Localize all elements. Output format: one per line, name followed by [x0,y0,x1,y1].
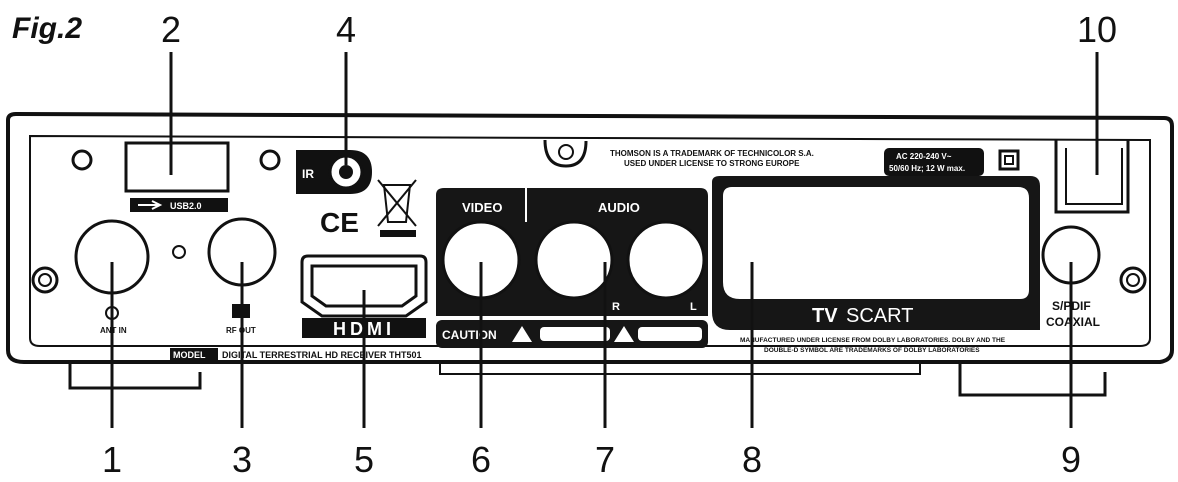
model-strip: MODEL DIGITAL TERRESTRIAL HD RECEIVER TH… [170,348,422,361]
spdif-label-2: COAXIAL [1046,315,1100,329]
scart-label-bold: TV [812,305,838,327]
trademark-line-1: THOMSON IS A TRADEMARK OF TECHNICOLOR S.… [610,149,814,158]
scart-label: SCART [846,305,913,327]
callout-8: 8 [742,439,762,480]
model-tag: MODEL [173,350,206,360]
audio-r-rca-jack [534,220,614,300]
trademark-line-2: USED UNDER LICENSE TO STRONG EUROPE [624,159,800,168]
class-ii-icon [998,149,1020,171]
dolby-line-2: DOUBLE-D SYMBOL ARE TRADEMARKS OF DOLBY … [764,347,980,354]
power-rating: AC 220-240 V~ 50/60 Hz; 12 W max. [884,148,1020,176]
callout-7: 7 [595,439,615,480]
callout-numbers: 1 2 3 4 5 6 7 8 9 10 [102,9,1117,480]
caution-label: CAUTION [442,328,497,342]
callout-4: 4 [336,9,356,50]
ir-label: IR [302,167,314,181]
usb-icon [138,200,163,210]
callout-3: 3 [232,439,252,480]
hdmi-label: HDMI [333,319,395,339]
weee-bin-icon [377,179,417,237]
usb-label: USB2.0 [170,201,202,211]
model-text: DIGITAL TERRESTRIAL HD RECEIVER THT501 [222,350,422,360]
warning-triangle-icon-2 [614,326,634,342]
audio-l-rca-jack [626,220,706,300]
power-line-1: AC 220-240 V~ [896,152,952,161]
power-inlet [1054,140,1130,214]
usb-port: USB2.0 [124,141,230,212]
callout-1: 1 [102,439,122,480]
device-body [6,111,1174,397]
warning-triangle-icon [512,326,532,342]
audio-label: AUDIO [598,200,640,215]
tv-scart-connector: TV SCART [712,176,1040,330]
dolby-line-1: MANUFACTURED UNDER LICENSE FROM DOLBY LA… [740,337,1006,344]
callout-2: 2 [161,9,181,50]
audio-l-label: L [690,301,697,313]
ce-mark: CE [320,207,359,238]
figure-label: Fig.2 [12,12,82,45]
ir-sensor-jack: IR [296,150,372,194]
callout-6: 6 [471,439,491,480]
callout-10: 10 [1077,9,1117,50]
leader-lines [110,52,1099,428]
audio-r-label: R [612,301,620,313]
video-label: VIDEO [462,200,502,215]
power-line-2: 50/60 Hz; 12 W max. [889,164,965,173]
callout-9: 9 [1061,439,1081,480]
callout-5: 5 [354,439,374,480]
av-plate: VIDEO AUDIO R L CAUTION [436,188,708,348]
